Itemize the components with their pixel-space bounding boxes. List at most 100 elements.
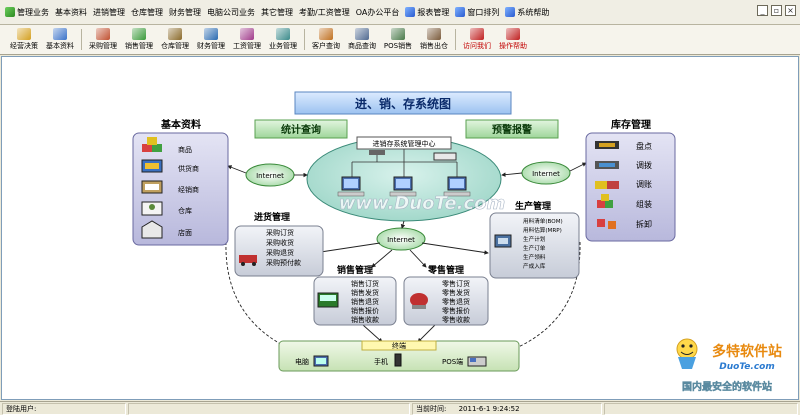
menu-item[interactable]: 财务管理	[166, 2, 204, 22]
menu-item[interactable]: 电脑公司业务	[204, 2, 258, 22]
sales-item: 销售发货	[351, 288, 379, 297]
truck-icon	[239, 255, 257, 266]
report-icon	[405, 7, 416, 17]
toolbar-button-label: 操作帮助	[499, 42, 527, 50]
toolbar-button-icon	[204, 28, 218, 40]
brand-logo	[676, 338, 698, 369]
toolbar-button-icon	[53, 28, 67, 40]
toolbar-button[interactable]: 仓库管理	[157, 25, 193, 54]
diagram-title-box	[294, 91, 512, 115]
inventory-item: 调账	[636, 180, 652, 189]
toolbar-button-icon	[96, 28, 110, 40]
toolbar-button[interactable]: POS销售	[380, 25, 416, 54]
computer-icon	[337, 150, 471, 197]
production-item: 生产领料	[523, 253, 546, 261]
production-item: 生产计划	[523, 235, 546, 243]
purchase-title: 进货管理	[254, 211, 290, 223]
basic-item: 仓库	[178, 206, 192, 215]
production-item: 产成入库	[523, 262, 546, 270]
toolbar-button-icon	[427, 28, 441, 40]
toolbar-button[interactable]: 商品查询	[344, 25, 380, 54]
restore-icon[interactable]: ▫	[771, 5, 782, 16]
system-diagram-canvas: 进、销、存系统图 统计查询 预警报警 进销存系统管理中心 Internet In…	[1, 56, 799, 400]
status-empty-cell-2	[604, 403, 798, 415]
goods-icon	[142, 137, 162, 152]
terminal-phone-label: 手机	[374, 357, 388, 366]
menu-item-label: 其它管理	[261, 7, 293, 17]
inventory-icons	[595, 141, 619, 229]
menu-item-label: 基本资料	[55, 7, 87, 17]
toolbar-button[interactable]: 操作帮助	[495, 25, 531, 54]
menu-item[interactable]: 报表管理	[402, 2, 452, 22]
toolbar: 经营决策基本资料采购管理销售管理仓库管理财务管理工资管理业务管理客户查询商品查询…	[0, 25, 800, 55]
basic-item: 商品	[178, 145, 192, 154]
menu-item[interactable]: 系统帮助	[502, 2, 552, 22]
sales-panel	[313, 276, 397, 326]
store-icon	[141, 220, 163, 239]
basic-data-title: 基本资料	[160, 118, 201, 131]
close-icon[interactable]: ×	[785, 5, 796, 16]
menu-item[interactable]: 管理业务	[2, 2, 52, 22]
toolbar-button[interactable]: 基本资料	[42, 25, 78, 54]
production-title: 生产管理	[515, 200, 551, 212]
toolbar-separator	[455, 29, 456, 50]
minimize-icon[interactable]: _	[757, 5, 768, 16]
menu-item-label: 仓库管理	[131, 7, 163, 17]
menu-item[interactable]: 考勤/工资管理	[296, 2, 353, 22]
status-bar: 登陆用户: 当前时间: 2011-6-1 9:24:52	[0, 401, 800, 415]
toolbar-button-label: 客户查询	[312, 42, 340, 50]
terminal-pos-label: POS端	[442, 357, 463, 366]
toolbar-button[interactable]: 客户查询	[308, 25, 344, 54]
toolbar-button[interactable]: 财务管理	[193, 25, 229, 54]
purchase-panel	[234, 225, 324, 277]
terminal-title: 终端	[392, 341, 406, 350]
system-diagram: 进、销、存系统图 统计查询 预警报警 进销存系统管理中心 Internet In…	[132, 91, 782, 393]
network-icon	[351, 149, 458, 177]
menu-item-label: 窗口排列	[467, 7, 500, 17]
toolbar-button[interactable]: 工资管理	[229, 25, 265, 54]
retail-item: 零售报价	[442, 306, 470, 315]
terminal-computer-icon	[313, 355, 329, 367]
toolbar-button[interactable]: 销售出仓	[416, 25, 452, 54]
toolbar-button-label: 仓库管理	[161, 42, 189, 50]
brand-domain: DuoTe.com	[719, 362, 774, 372]
inventory-item: 盘点	[636, 141, 652, 151]
diagram-title: 进、销、存系统图	[355, 96, 451, 111]
toolbar-button[interactable]: 采购管理	[85, 25, 121, 54]
menu-item-label: 系统帮助	[517, 7, 550, 17]
retail-panel	[403, 276, 489, 326]
toolbar-button-icon	[319, 28, 333, 40]
svg-text:Internet: Internet	[256, 172, 284, 180]
production-item: 用料清单(BOM)	[523, 217, 563, 225]
inventory-item: 拆卸	[636, 219, 652, 229]
menu-item[interactable]: 进销管理	[90, 2, 128, 22]
brand-slogan: 国内最安全的软件站	[682, 380, 772, 393]
toolbar-button[interactable]: 经营决策	[6, 25, 42, 54]
toolbar-button-icon	[355, 28, 369, 40]
retail-title: 零售管理	[427, 264, 464, 276]
sales-item: 销售订货	[351, 279, 379, 288]
menu-item[interactable]: 仓库管理	[128, 2, 166, 22]
inventory-panel	[585, 132, 676, 242]
retail-item: 零售退货	[442, 297, 470, 306]
status-empty-cell	[128, 403, 410, 415]
toolbar-button[interactable]: 销售管理	[121, 25, 157, 54]
menu-item[interactable]: 窗口排列	[452, 2, 502, 22]
bus-icon	[317, 292, 339, 308]
internet-cloud-center: Internet	[376, 227, 426, 251]
sales-title: 销售管理	[337, 264, 373, 276]
toolbar-button[interactable]: 业务管理	[265, 25, 301, 54]
menu-item[interactable]: 基本资料	[52, 2, 90, 22]
menu-item-label: OA办公平台	[355, 7, 400, 17]
menu-item-label: 电脑公司业务	[207, 7, 255, 17]
menu-item-label: 进销管理	[93, 7, 125, 17]
toolbar-button-label: 销售管理	[125, 42, 153, 50]
window-icon	[455, 7, 466, 17]
inventory-item: 调拨	[636, 160, 652, 170]
retail-icon	[410, 293, 428, 309]
menu-item[interactable]: 其它管理	[258, 2, 296, 22]
toolbar-button[interactable]: 访问我们	[459, 25, 495, 54]
toolbar-button-icon	[470, 28, 484, 40]
retail-item: 零售发货	[442, 288, 470, 297]
menu-item[interactable]: OA办公平台	[353, 2, 403, 22]
